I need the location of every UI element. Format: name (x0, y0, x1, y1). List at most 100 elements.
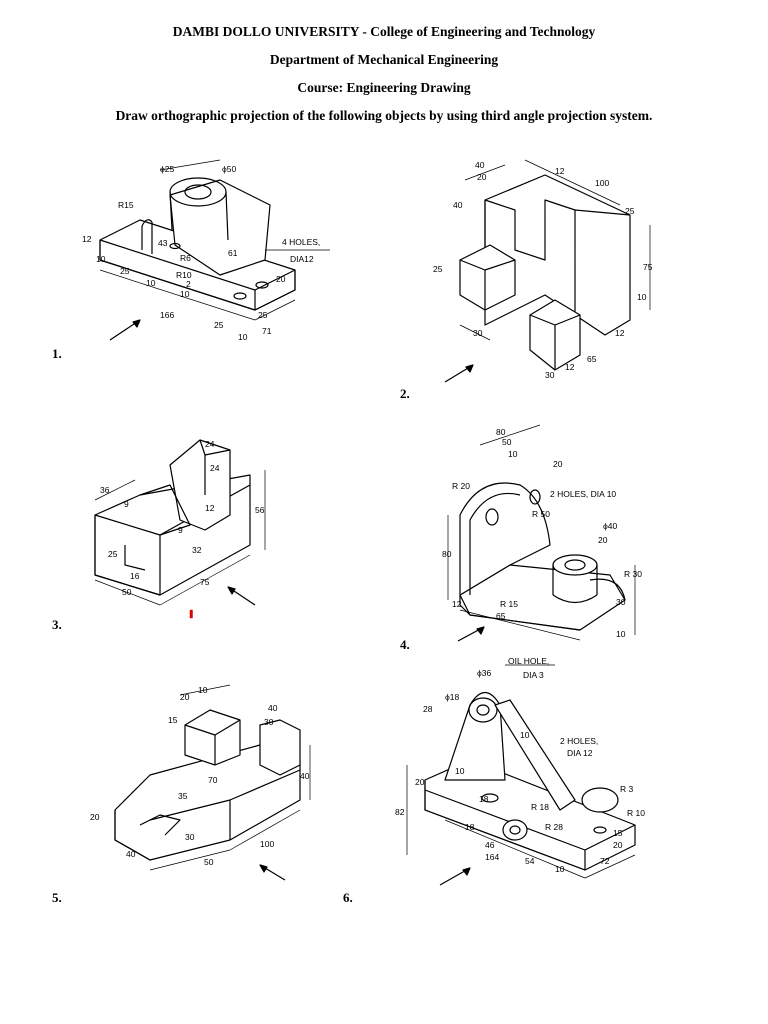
svg-text:12: 12 (82, 234, 92, 244)
svg-text:72: 72 (600, 856, 610, 866)
svg-text:9: 9 (124, 499, 129, 509)
university-title: DAMBI DOLLO UNIVERSITY - College of Engi… (172, 24, 596, 39)
svg-text:ϕ18: ϕ18 (445, 692, 459, 702)
svg-text:75: 75 (200, 577, 210, 587)
svg-text:12: 12 (615, 328, 625, 338)
svg-text:10: 10 (146, 278, 156, 288)
svg-text:32: 32 (192, 545, 202, 555)
svg-text:25: 25 (108, 549, 118, 559)
svg-text:25: 25 (433, 264, 443, 274)
figure-6-drawing: ϕ36 OIL HOLE, DIA 3 ϕ18 28 10 2 HOLES, D… (395, 656, 645, 886)
figure-4-number: 4. (400, 637, 410, 652)
svg-text:40: 40 (268, 703, 278, 713)
svg-text:82: 82 (395, 807, 405, 817)
svg-text:20: 20 (180, 692, 190, 702)
svg-text:ϕ50: ϕ50 (222, 164, 236, 174)
figure-2-number: 2. (400, 386, 410, 401)
svg-text:15: 15 (168, 715, 178, 725)
svg-text:50: 50 (204, 857, 214, 867)
svg-text:25: 25 (258, 310, 268, 320)
figure-3-number: 3. (52, 617, 62, 632)
svg-text:R 15: R 15 (500, 599, 518, 609)
svg-text:50: 50 (502, 437, 512, 447)
svg-text:20: 20 (598, 535, 608, 545)
svg-text:20: 20 (90, 812, 100, 822)
svg-text:10: 10 (637, 292, 647, 302)
svg-text:40: 40 (475, 160, 485, 170)
svg-text:20: 20 (415, 777, 425, 787)
svg-text:20: 20 (276, 274, 286, 284)
svg-text:100: 100 (595, 178, 609, 188)
svg-text:10: 10 (555, 864, 565, 874)
svg-text:12: 12 (555, 166, 565, 176)
svg-text:10: 10 (508, 449, 518, 459)
svg-text:R15: R15 (118, 200, 134, 210)
svg-text:R 28: R 28 (545, 822, 563, 832)
svg-text:40: 40 (453, 200, 463, 210)
svg-text:61: 61 (228, 248, 238, 258)
svg-text:R10: R10 (176, 270, 192, 280)
svg-text:75: 75 (643, 262, 653, 272)
svg-text:46: 46 (485, 840, 495, 850)
svg-text:R 10: R 10 (627, 808, 645, 818)
svg-text:20: 20 (553, 459, 563, 469)
figure-1-drawing: ϕ25 ϕ50 R15 12 43 R6 R10 10 25 10 10 2 6… (82, 159, 330, 342)
figure-5-number: 5. (52, 890, 62, 905)
svg-text:35: 35 (178, 791, 188, 801)
department-title: Department of Mechanical Engineering (269, 52, 499, 67)
figure-1-number: 1. (52, 346, 62, 361)
svg-text:OIL HOLE,: OIL HOLE, (508, 656, 549, 666)
svg-text:18: 18 (465, 822, 475, 832)
svg-text:DIA 3: DIA 3 (523, 670, 544, 680)
svg-text:R 20: R 20 (452, 481, 470, 491)
svg-text:100: 100 (260, 839, 274, 849)
svg-text:10: 10 (520, 730, 530, 740)
svg-text:2: 2 (186, 279, 191, 289)
svg-text:24: 24 (205, 439, 215, 449)
svg-text:30: 30 (264, 717, 274, 727)
svg-text:12: 12 (205, 503, 215, 513)
svg-text:80: 80 (496, 427, 506, 437)
svg-text:80: 80 (442, 549, 452, 559)
svg-text:R 50: R 50 (532, 509, 550, 519)
svg-text:164: 164 (485, 852, 499, 862)
svg-text:10: 10 (616, 629, 626, 639)
svg-text:10: 10 (198, 685, 208, 695)
svg-text:10: 10 (96, 254, 106, 264)
svg-text:ϕ36: ϕ36 (477, 668, 491, 678)
svg-text:R 18: R 18 (531, 802, 549, 812)
svg-text:20: 20 (477, 172, 487, 182)
course-title: Course: Engineering Drawing (297, 80, 471, 95)
svg-text:40: 40 (300, 771, 310, 781)
svg-text:70: 70 (208, 775, 218, 785)
svg-text:15: 15 (613, 828, 623, 838)
svg-text:ϕ25: ϕ25 (160, 164, 174, 174)
svg-text:18: 18 (479, 794, 489, 804)
figure-5-drawing: 20 10 40 30 15 70 40 20 35 30 40 50 100 (90, 684, 311, 881)
svg-text:10: 10 (180, 289, 190, 299)
svg-text:ϕ40: ϕ40 (603, 521, 617, 531)
svg-text:R 3: R 3 (620, 784, 634, 794)
svg-text:25: 25 (214, 320, 224, 330)
svg-text:DIA12: DIA12 (290, 254, 314, 264)
figure-3-drawing: 24 24 56 36 9 12 9 32 25 16 75 50 (94, 439, 266, 619)
figure-2-drawing: 40 20 12 100 25 40 25 75 10 30 12 30 12 … (433, 159, 653, 383)
svg-text:24: 24 (210, 463, 220, 473)
figure-4-drawing: 80 50 10 20 R 20 2 HOLES, DIA 10 R 50 ϕ4… (442, 424, 642, 642)
svg-text:50: 50 (122, 587, 132, 597)
svg-text:2 HOLES, DIA 10: 2 HOLES, DIA 10 (550, 489, 616, 499)
svg-text:20: 20 (613, 840, 623, 850)
svg-text:2 HOLES,: 2 HOLES, (560, 736, 598, 746)
svg-text:25: 25 (625, 206, 635, 216)
svg-text:25: 25 (120, 266, 130, 276)
svg-text:71: 71 (262, 326, 272, 336)
svg-text:65: 65 (587, 354, 597, 364)
svg-text:R 30: R 30 (624, 569, 642, 579)
svg-text:56: 56 (255, 505, 265, 515)
svg-text:16: 16 (130, 571, 140, 581)
svg-text:40: 40 (126, 849, 136, 859)
svg-text:28: 28 (423, 704, 433, 714)
svg-text:30: 30 (616, 597, 626, 607)
svg-text:30: 30 (473, 328, 483, 338)
svg-text:R6: R6 (180, 253, 191, 263)
